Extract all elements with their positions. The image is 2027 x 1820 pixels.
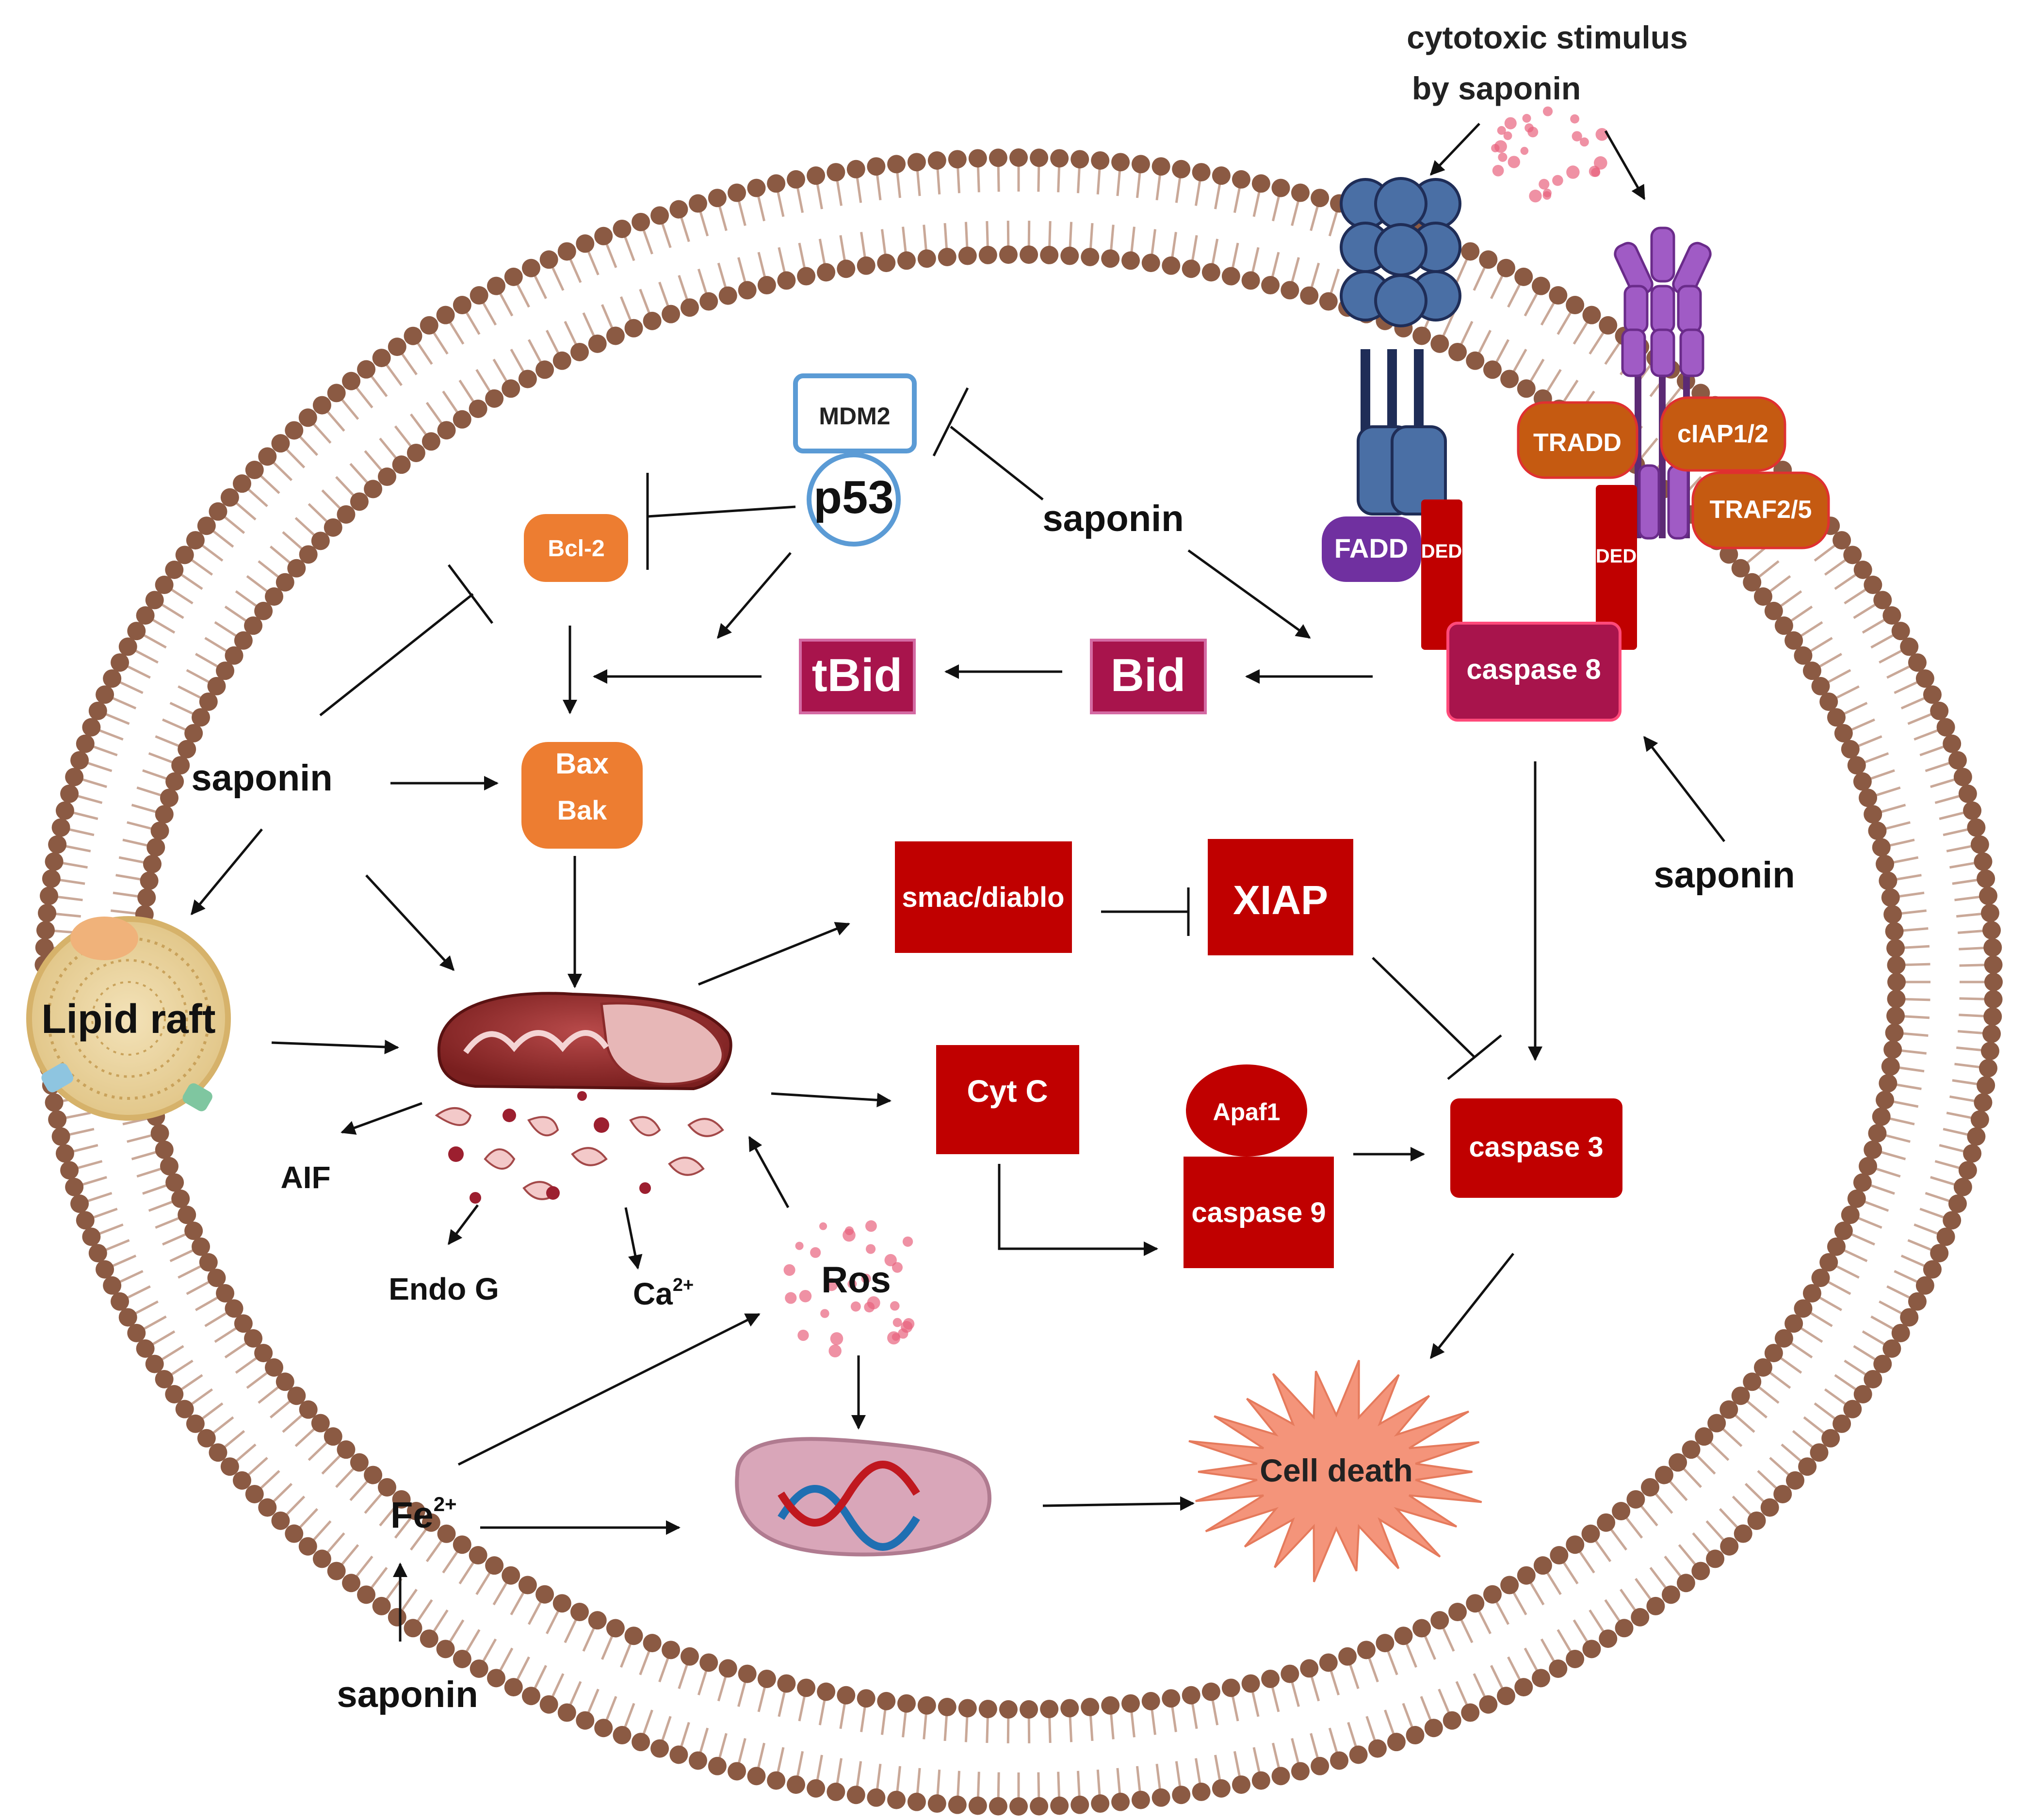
cell-death-label: Cell death [1260, 1452, 1412, 1488]
saponin-label-left: saponin [191, 757, 332, 799]
inhibit-xiap-casp3 [1372, 957, 1476, 1058]
smac-node [895, 841, 1072, 953]
aif-label: AIF [280, 1160, 330, 1195]
arrow-mito-to-smac [698, 922, 850, 986]
caspase8-node [1421, 485, 1637, 722]
lipid-raft-label: Lipid raft [41, 996, 215, 1042]
traf-node [1691, 471, 1830, 549]
saponin-label-bottom: saponin [337, 1674, 478, 1715]
fe-label: Fe2+ [390, 1493, 457, 1536]
caspase3-label: caspase 3 [1469, 1131, 1603, 1163]
tradd-label: TRADD [1533, 429, 1622, 457]
arrow-fe-to-ros [457, 1313, 761, 1466]
caspase3-node [1450, 1098, 1622, 1198]
xiap-node [1208, 839, 1353, 955]
arrow-ros-to-mito [748, 1136, 790, 1208]
arrow-p53-to-baxbak [717, 552, 792, 639]
arrow-stimulus-to-fas [1429, 123, 1480, 176]
smac-label: smac/diablo [902, 882, 1064, 913]
apaf1-label: Apaf1 [1213, 1098, 1281, 1126]
nucleus-dna [735, 1437, 992, 1557]
arrow-mito-to-ca [624, 1207, 643, 1270]
tradd-node [1517, 401, 1638, 479]
p53-node [807, 452, 901, 547]
arrow-raft-to-mito [271, 1039, 399, 1054]
inhibit-p53-bcl2 [647, 505, 796, 518]
arrow-saponin-to-mito [365, 874, 455, 971]
stimulus-dots [1491, 106, 1608, 203]
bak-label: Bak [557, 795, 608, 825]
stimulus-label-line1: cytotoxic stimulus [1407, 19, 1687, 55]
arrow-mito-to-cytc [771, 1092, 892, 1108]
cell-death-shape [1188, 1360, 1482, 1582]
bax-label: Bax [555, 747, 609, 780]
saponin-label-top: saponin [1042, 498, 1184, 539]
p53-label: p53 [813, 471, 893, 523]
mdm2-node [793, 373, 917, 453]
arrow-saponin-to-raft [191, 828, 263, 916]
tbid-node [799, 639, 916, 714]
arrow-saponin-to-casp8 [1643, 736, 1725, 842]
cytc-node [936, 1045, 1079, 1154]
cytc-label: Cyt C [967, 1074, 1048, 1109]
mdm2-label: MDM2 [819, 403, 890, 430]
ciap-label: cIAP1/2 [1677, 420, 1768, 448]
ros-dots [783, 1220, 915, 1357]
death-receptor-violet [1614, 226, 1712, 540]
ded-label-right: DED [1596, 546, 1637, 567]
cell-death-blob [1188, 1360, 1482, 1582]
xiap-label: XIAP [1233, 877, 1328, 923]
inhibit-saponin-bcl2 [319, 593, 474, 716]
ros-label: Ros [821, 1259, 891, 1301]
stimulus-label-line2: by saponin [1412, 70, 1581, 106]
ca-label: Ca2+ [633, 1275, 694, 1311]
saponin-label-right: saponin [1654, 854, 1795, 896]
arrow-casp3-to-celldeath [1430, 1253, 1514, 1359]
fadd-label: FADD [1334, 533, 1408, 564]
inhibit-saponin-mdm2 [950, 426, 1044, 500]
arrow-stimulus-to-tnfr [1604, 130, 1646, 200]
bcl2-node [524, 514, 628, 582]
bid-label: Bid [1111, 649, 1186, 701]
bid-node [1090, 639, 1207, 714]
caspase8-label: caspase 8 [1466, 654, 1601, 685]
inhibition-lines [319, 387, 1502, 1080]
fadd-node [1322, 516, 1421, 582]
arrow-saponin-to-bid [1187, 549, 1311, 639]
apaf1-node [1186, 1064, 1307, 1157]
endog-label: Endo G [389, 1272, 499, 1306]
tbid-label: tBid [812, 649, 903, 701]
arrow-dna-to-celldeath [1042, 1496, 1195, 1511]
ciap-node [1660, 396, 1786, 472]
bcl2-label: Bcl-2 [548, 536, 604, 562]
arrow-mito-to-aif [341, 1102, 422, 1135]
caspase9-node [1184, 1157, 1334, 1268]
bax-bak-node [521, 742, 643, 849]
lipid-raft [26, 916, 231, 1121]
caspase9-label: caspase 9 [1191, 1197, 1326, 1228]
mitochondrion [435, 992, 732, 1204]
traf-label: TRAF2/5 [1710, 496, 1812, 524]
arrows [191, 123, 1725, 1642]
ded-label-left: DED [1421, 541, 1462, 562]
death-receptor-blue [1340, 177, 1461, 515]
arrow-mito-to-endog [448, 1204, 479, 1245]
arrow-cytc-to-casp9 [998, 1164, 1158, 1256]
